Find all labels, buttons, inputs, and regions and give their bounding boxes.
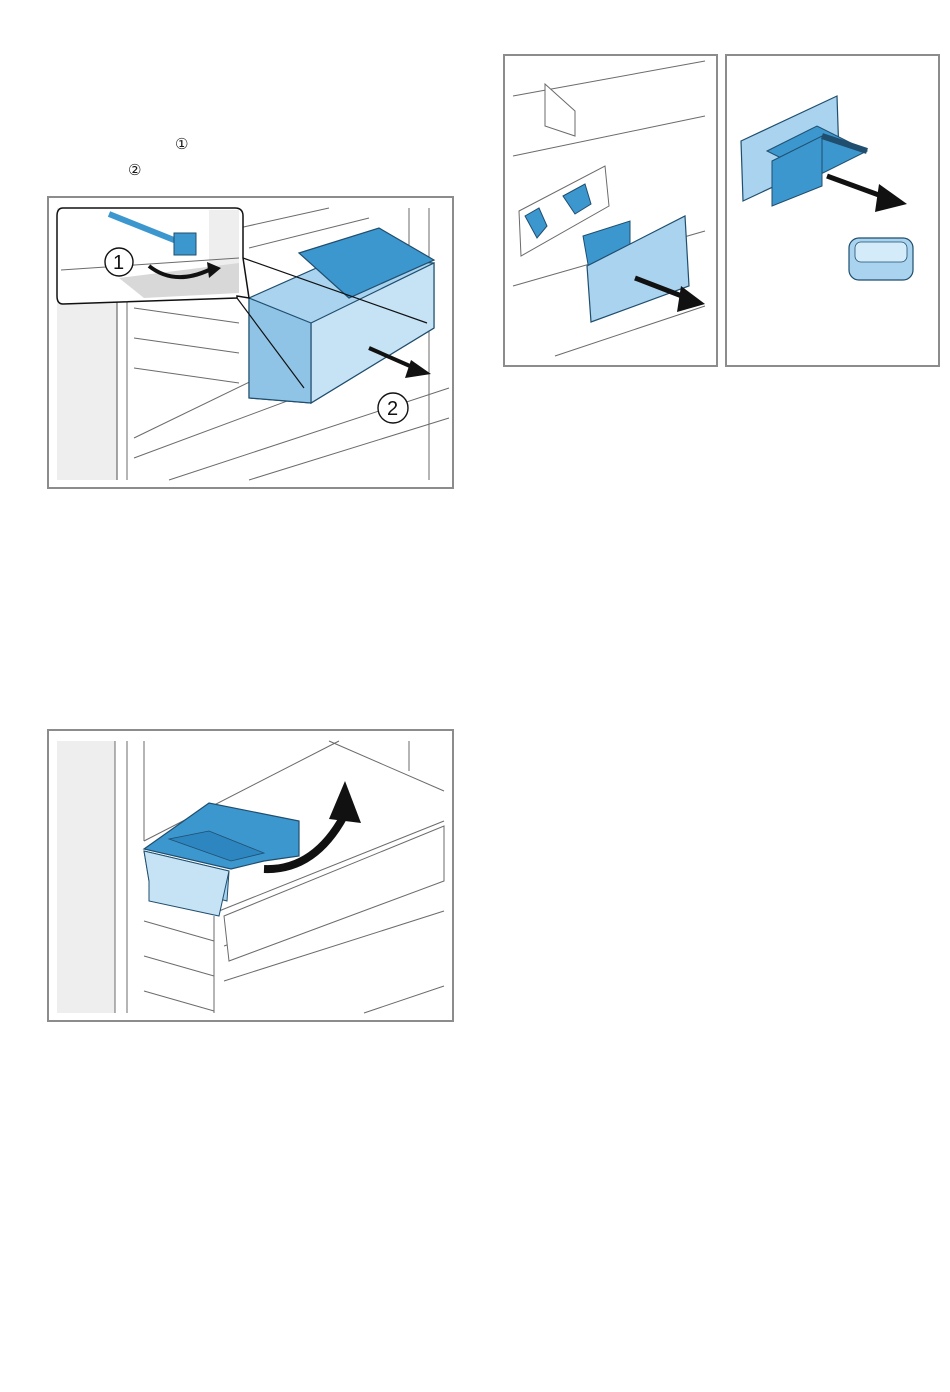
filter-arrow-head	[875, 184, 907, 212]
callout-2-label: 2	[387, 398, 398, 420]
lift-arrow-head	[329, 781, 361, 823]
ice-box-illustration	[49, 731, 452, 1020]
figure-drawer-removal: 1 2	[47, 196, 454, 489]
figure-insert-removal	[503, 54, 718, 367]
freezer-side-wall	[57, 741, 115, 1013]
step-marker-1: ①	[175, 136, 188, 154]
filter-replacement-illustration	[727, 56, 938, 365]
step-marker-2: ②	[128, 162, 141, 180]
drawer-removal-illustration: 1 2	[49, 198, 452, 487]
insert-removal-illustration	[505, 56, 716, 365]
figure-ice-box-removal	[47, 729, 454, 1022]
pull-arrow-head	[405, 360, 431, 378]
callout-1-label: 1	[113, 252, 124, 274]
figure-filter-replacement	[725, 54, 940, 367]
remove-arrow-head	[677, 286, 705, 312]
